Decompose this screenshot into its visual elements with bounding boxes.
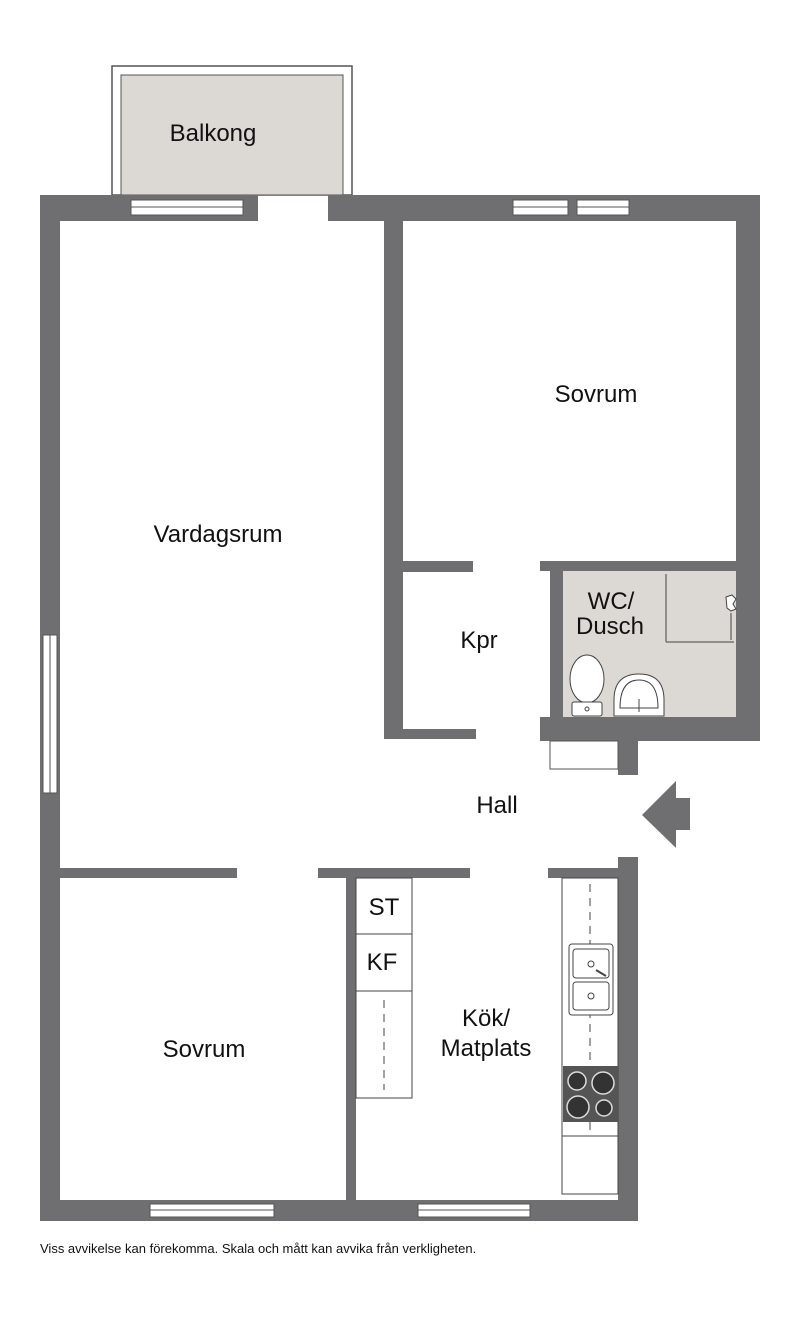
room-label-kok-line2: Matplats: [441, 1035, 532, 1062]
room-label-wc-line1: WC/: [588, 588, 635, 615]
balcony: [111, 65, 353, 196]
room-label-balkong: Balkong: [170, 120, 257, 147]
room-label-vardagsrum: Vardagsrum: [154, 521, 283, 548]
disclaimer-text: Viss avvikelse kan förekomma. Skala och …: [40, 1241, 477, 1256]
kitchen-cabinets: [355, 877, 413, 1099]
fixture-label-kf: KF: [367, 949, 398, 976]
room-label-sovrum-bottom: Sovrum: [163, 1036, 246, 1063]
toilet-icon: [569, 654, 605, 717]
hall-closet: [549, 740, 619, 770]
entrance-opening: [620, 775, 636, 857]
entrance-arrow-icon: [642, 781, 690, 848]
shower-icon: [665, 574, 737, 643]
room-label-hall: Hall: [476, 792, 517, 819]
kitchen-counter: [561, 877, 619, 1195]
room-label-sovrum-top: Sovrum: [555, 381, 638, 408]
windows: [42, 199, 630, 1218]
sink-icon: [568, 943, 614, 1016]
washbasin-icon: [613, 673, 665, 717]
room-label-kok-line1: Kök/: [462, 1005, 510, 1032]
stove-icon: [563, 1066, 618, 1122]
room-label-wc-line2: Dusch: [576, 613, 644, 640]
fixture-label-st: ST: [369, 894, 400, 921]
room-label-kpr: Kpr: [460, 627, 497, 654]
